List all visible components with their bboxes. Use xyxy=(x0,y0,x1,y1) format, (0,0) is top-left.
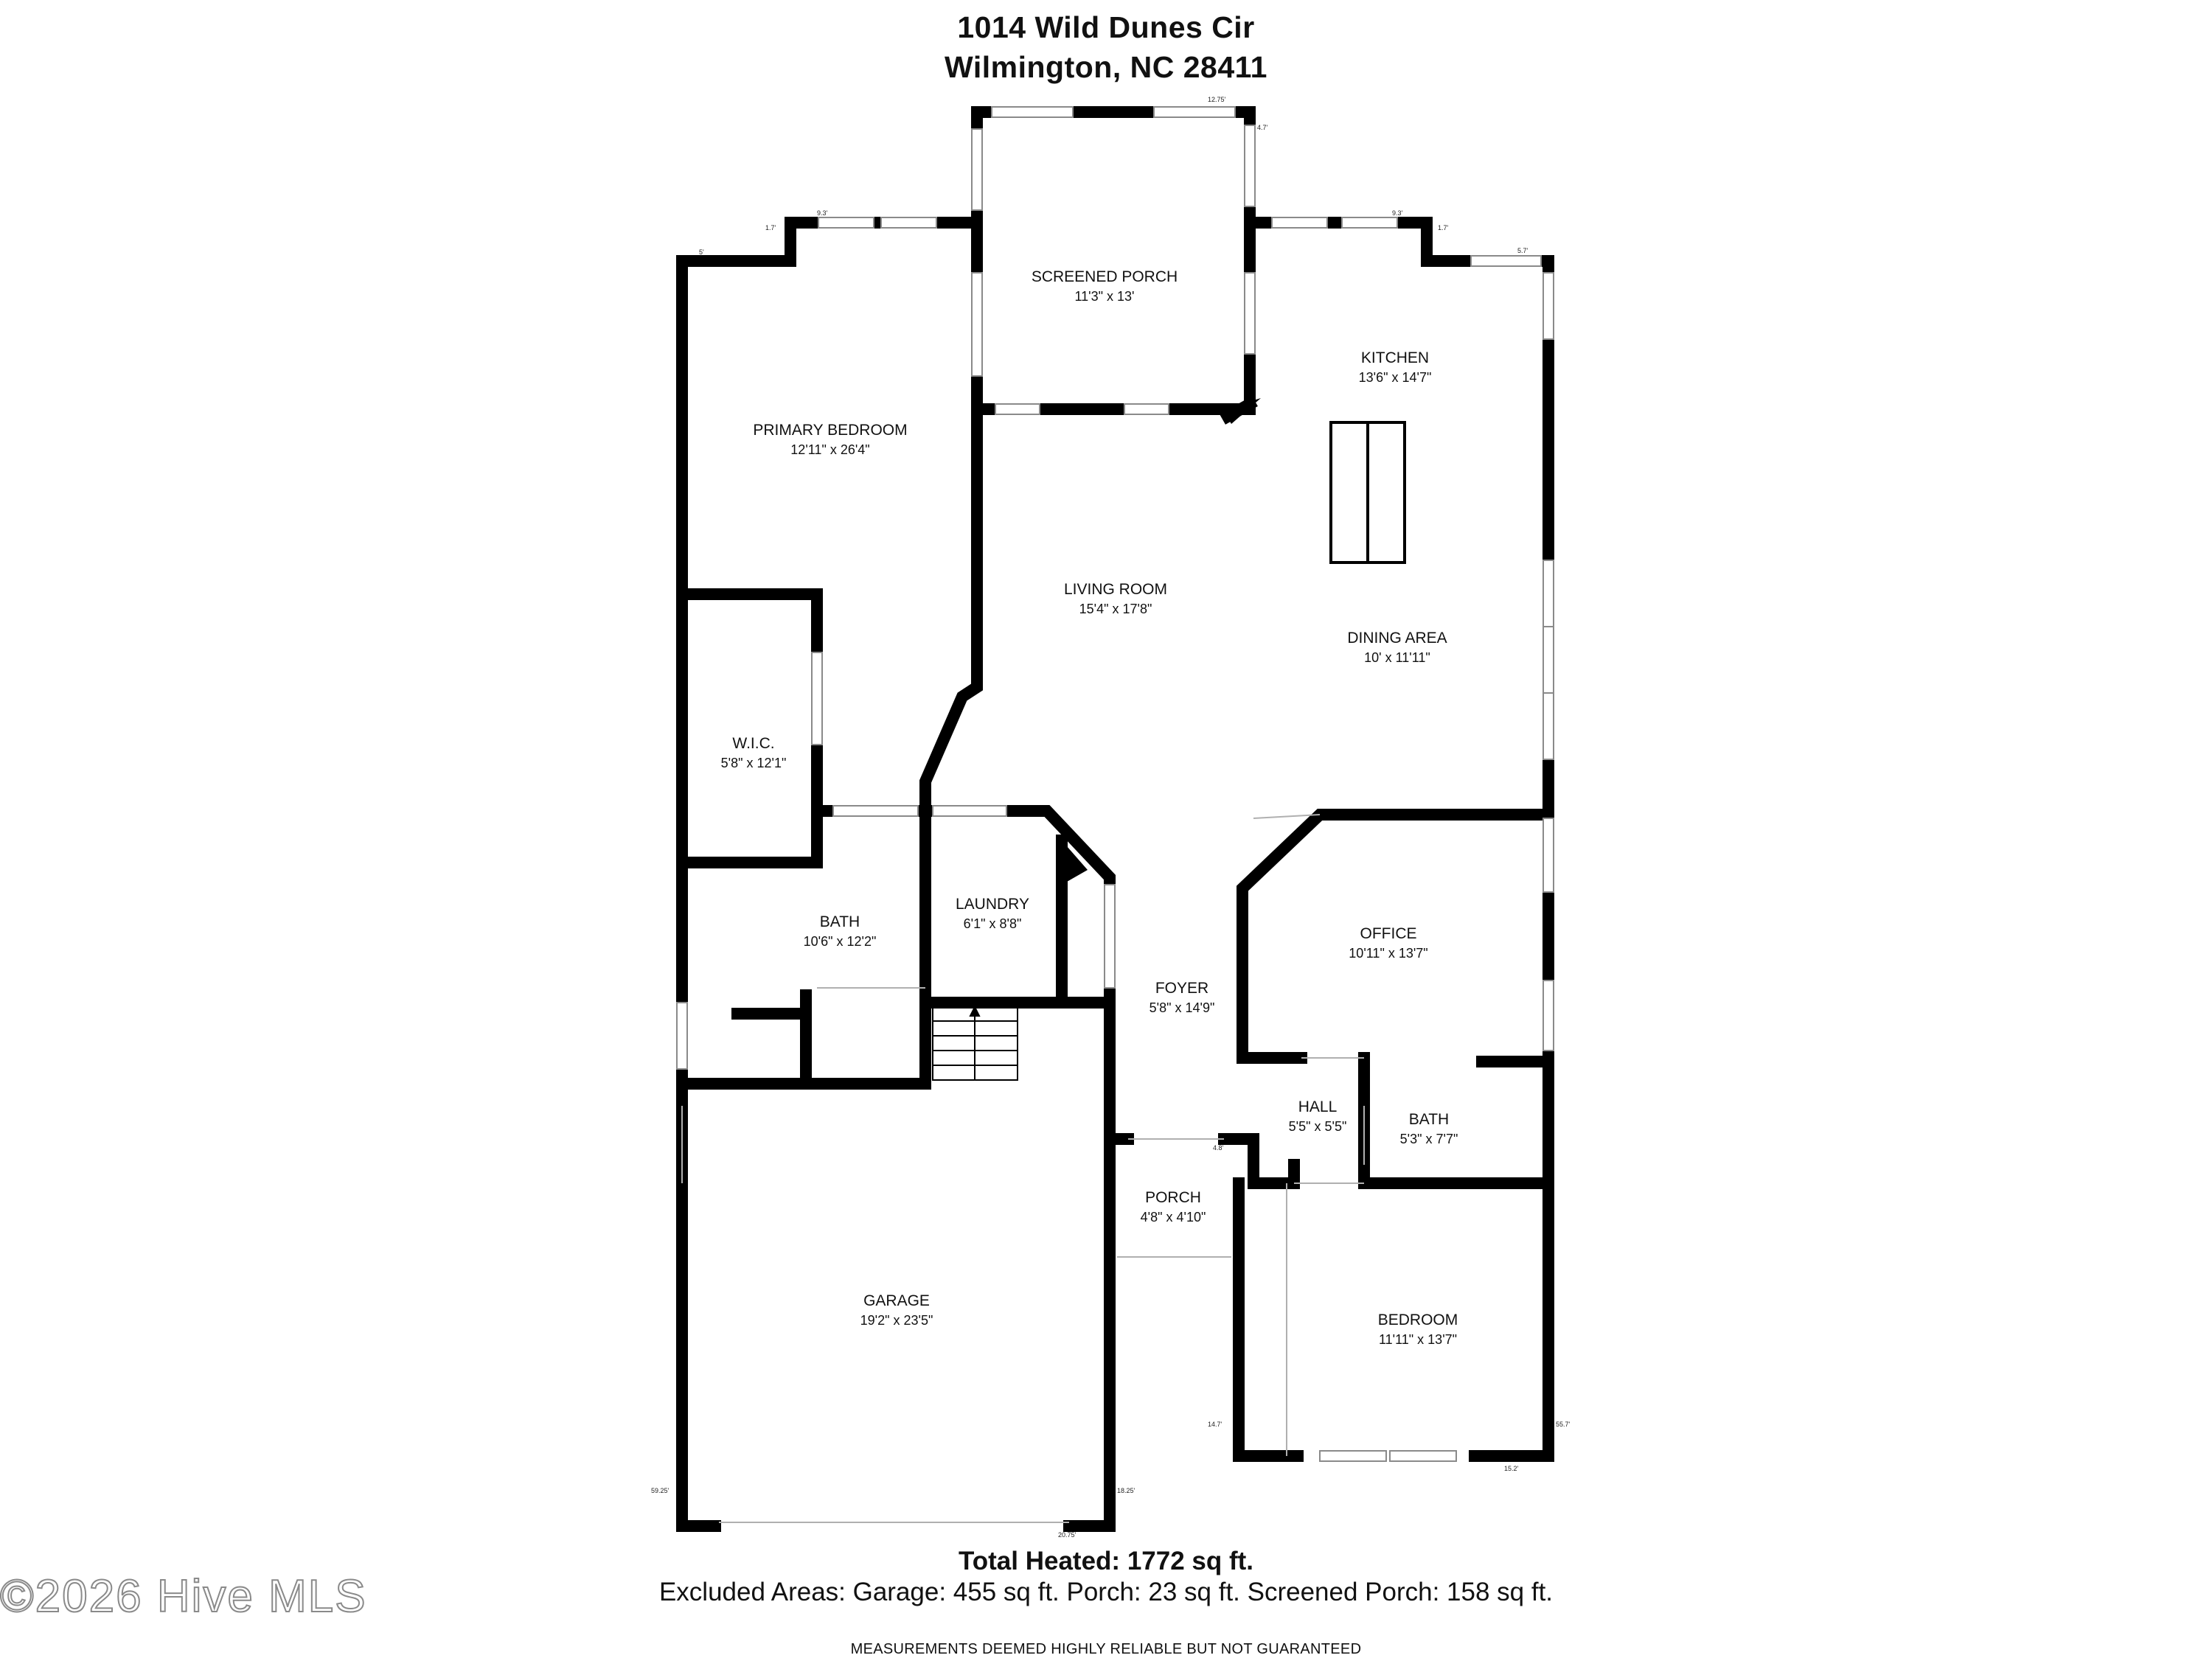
wall-label: 15.2' xyxy=(1504,1465,1519,1472)
address-line-1: 1014 Wild Dunes Cir xyxy=(957,10,1255,44)
excluded-areas: Excluded Areas: Garage: 455 sq ft. Porch… xyxy=(658,1578,1554,1606)
room-dims-porch: 4'8" x 4'10" xyxy=(1141,1210,1206,1225)
room-dims-screened-porch: 11'3" x 13' xyxy=(1075,289,1135,304)
wall-garage-right xyxy=(1063,997,1116,1532)
window xyxy=(1319,1450,1387,1462)
window xyxy=(1341,217,1398,229)
windows xyxy=(676,106,1554,1462)
stairs xyxy=(932,1005,1018,1081)
window xyxy=(1104,884,1116,989)
wall-label: 59.25' xyxy=(651,1487,669,1494)
window xyxy=(1153,106,1236,118)
window xyxy=(991,106,1074,118)
room-dims-bath-secondary: 5'3" x 7'7" xyxy=(1400,1132,1458,1146)
wall-label: 18.25' xyxy=(1117,1487,1135,1494)
room-name-porch: PORCH xyxy=(1145,1189,1201,1206)
room-dims-kitchen: 13'6" x 14'7" xyxy=(1359,370,1432,385)
room-dims-garage: 19'2" x 23'5" xyxy=(860,1313,933,1328)
disclaimer: MEASUREMENTS DEEMED HIGHLY RELIABLE BUT … xyxy=(850,1641,1362,1657)
wall-wic xyxy=(676,588,823,868)
wall-label: 1.7' xyxy=(1438,224,1449,231)
address-line-2: Wilmington, NC 28411 xyxy=(945,50,1267,84)
window xyxy=(832,805,919,817)
wall-label: 12.75' xyxy=(1208,96,1226,103)
window xyxy=(1543,560,1554,627)
room-dims-bedroom: 11'11" x 13'7" xyxy=(1379,1332,1457,1347)
room-name-hall: HALL xyxy=(1298,1098,1338,1115)
wall-length-labels: 12.75' 4.7' 9.3' 1.7' 5' 9.3' 1.7' 5.7' … xyxy=(651,96,1571,1539)
room-name-kitchen: KITCHEN xyxy=(1361,349,1429,366)
room-name-foyer: FOYER xyxy=(1155,980,1208,997)
room-name-bath-secondary: BATH xyxy=(1409,1111,1449,1128)
wall-label: 20.75' xyxy=(1058,1531,1077,1539)
wall-label: 55.7' xyxy=(1556,1421,1571,1428)
window xyxy=(1543,980,1554,1051)
room-dims-laundry: 6'1" x 8'8" xyxy=(964,916,1022,931)
total-heated: Total Heated: 1772 sq ft. xyxy=(0,1547,2212,1576)
room-dims-wic: 5'8" x 12'1" xyxy=(721,756,787,770)
window xyxy=(932,805,1007,817)
wall-label: 1.7' xyxy=(765,224,776,231)
window xyxy=(971,272,983,377)
wall-hall-bath xyxy=(1358,1052,1554,1189)
wall-door-wedges xyxy=(1062,398,1261,885)
window xyxy=(880,217,937,229)
room-name-living-room: LIVING ROOM xyxy=(1064,581,1167,598)
wall-garage xyxy=(676,1078,721,1532)
room-name-dining-area: DINING AREA xyxy=(1347,630,1447,647)
wall-label: 14.7' xyxy=(1208,1421,1222,1428)
openings xyxy=(681,814,1365,1523)
wall-label: 5.7' xyxy=(1517,247,1528,254)
room-name-wic: W.I.C. xyxy=(732,735,774,752)
window xyxy=(818,217,874,229)
room-dims-hall: 5'5" x 5'5" xyxy=(1289,1119,1347,1134)
window xyxy=(995,403,1040,415)
wall-hall-left xyxy=(1218,1133,1300,1189)
window xyxy=(1470,255,1542,267)
window xyxy=(811,652,823,745)
wall-label: 4.7' xyxy=(1257,124,1268,131)
wall-label: 9.3' xyxy=(817,209,828,217)
wall-bath-bottom xyxy=(676,997,931,1090)
room-dims-foyer: 5'8" x 14'9" xyxy=(1150,1000,1215,1015)
kitchen-island xyxy=(1329,421,1406,564)
wall-bedroom-right xyxy=(1469,1177,1554,1462)
wall-bedroom xyxy=(1233,1177,1304,1462)
window xyxy=(1543,272,1554,340)
room-labels: SCREENED PORCH 11'3" x 13' KITCHEN 13'6"… xyxy=(721,268,1458,1347)
room-name-garage: GARAGE xyxy=(863,1292,930,1309)
window xyxy=(1244,125,1256,207)
watermark: ©2026 Hive MLS xyxy=(0,1570,367,1623)
wall-label: 5' xyxy=(699,248,704,256)
window xyxy=(676,1002,688,1070)
window xyxy=(1124,403,1169,415)
room-dims-dining-area: 10' x 11'11" xyxy=(1364,650,1430,665)
window xyxy=(1389,1450,1457,1462)
room-name-screened-porch: SCREENED PORCH xyxy=(1032,268,1178,285)
window xyxy=(1543,818,1554,893)
total-heated-value: 1772 sq ft. xyxy=(1127,1547,1254,1575)
room-name-bath-primary: BATH xyxy=(820,913,860,930)
window xyxy=(1543,626,1554,694)
window xyxy=(1543,692,1554,760)
room-name-primary-bedroom: PRIMARY BEDROOM xyxy=(753,422,907,439)
room-dims-bath-primary: 10'6" x 12'2" xyxy=(804,934,877,949)
window xyxy=(1244,272,1256,355)
window xyxy=(971,128,983,211)
wall-bedroom-living xyxy=(919,403,983,823)
room-name-laundry: LAUNDRY xyxy=(956,896,1029,913)
room-name-office: OFFICE xyxy=(1360,925,1417,942)
room-dims-primary-bedroom: 12'11" x 26'4" xyxy=(790,442,869,457)
wall-office xyxy=(1237,809,1554,1064)
window xyxy=(1271,217,1328,229)
room-dims-office: 10'11" x 13'7" xyxy=(1349,946,1427,961)
wall-label: 9.3' xyxy=(1392,209,1403,217)
wall-label: 4.8' xyxy=(1213,1144,1224,1152)
room-name-bedroom: BEDROOM xyxy=(1378,1312,1458,1328)
wall-primary-outer xyxy=(676,106,1554,1532)
room-dims-living-room: 15'4" x 17'8" xyxy=(1079,602,1152,616)
wall-screened-porch-bottom xyxy=(971,106,1256,415)
total-heated-label: Total Heated: xyxy=(958,1547,1121,1575)
